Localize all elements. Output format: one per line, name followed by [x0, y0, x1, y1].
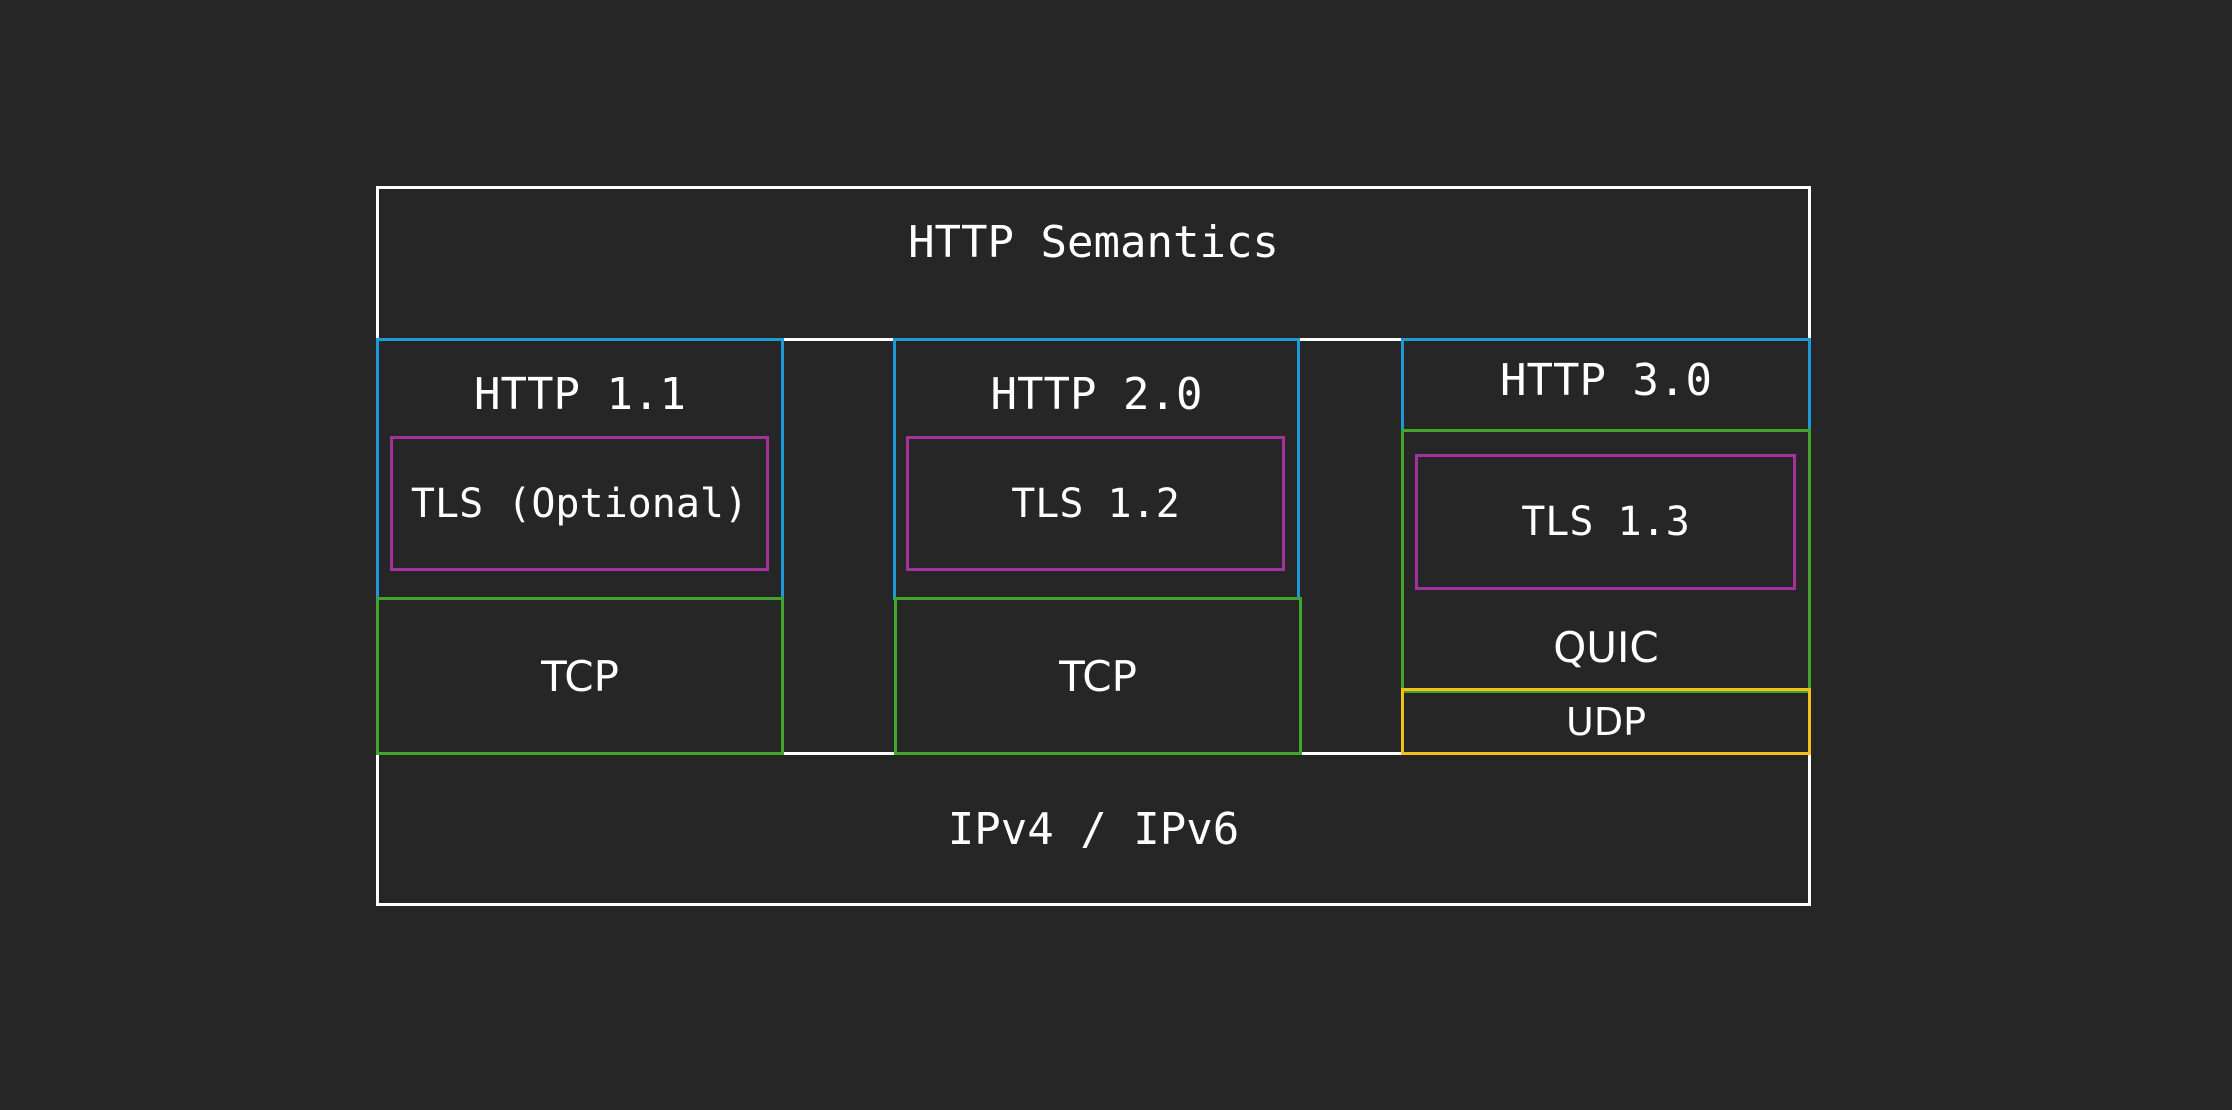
http-3-0-label: HTTP 3.0 [1500, 355, 1712, 406]
http-1-1-label: HTTP 1.1 [474, 369, 686, 420]
udp-layer: UDP [1401, 688, 1811, 755]
http-semantics-label: HTTP Semantics [908, 217, 1279, 268]
tcp-layer-2-label: TCP [1059, 651, 1137, 701]
tls-1-2-layer: TLS 1.2 [906, 436, 1285, 571]
tcp-layer-1-label: TCP [541, 651, 619, 701]
http-2-0-label: HTTP 2.0 [990, 369, 1203, 420]
tls-1-2-label: TLS 1.2 [1011, 480, 1180, 527]
tcp-layer-1: TCP [376, 597, 784, 755]
http-3-0-layer: HTTP 3.0 [1401, 338, 1811, 432]
tcp-layer-2: TCP [894, 597, 1302, 755]
tls-optional-label: TLS (Optional) [410, 480, 749, 527]
tls-optional-layer: TLS (Optional) [390, 436, 769, 571]
quic-layer: QUIC [1401, 429, 1811, 693]
ip-layer: IPv4 / IPv6 [376, 752, 1811, 906]
ip-layer-label: IPv4 / IPv6 [947, 803, 1240, 855]
tls-1-3-label: TLS 1.3 [1521, 499, 1690, 545]
quic-label: QUIC [1553, 623, 1659, 672]
tls-1-3-layer: TLS 1.3 [1415, 454, 1796, 590]
udp-label: UDP [1566, 699, 1646, 744]
